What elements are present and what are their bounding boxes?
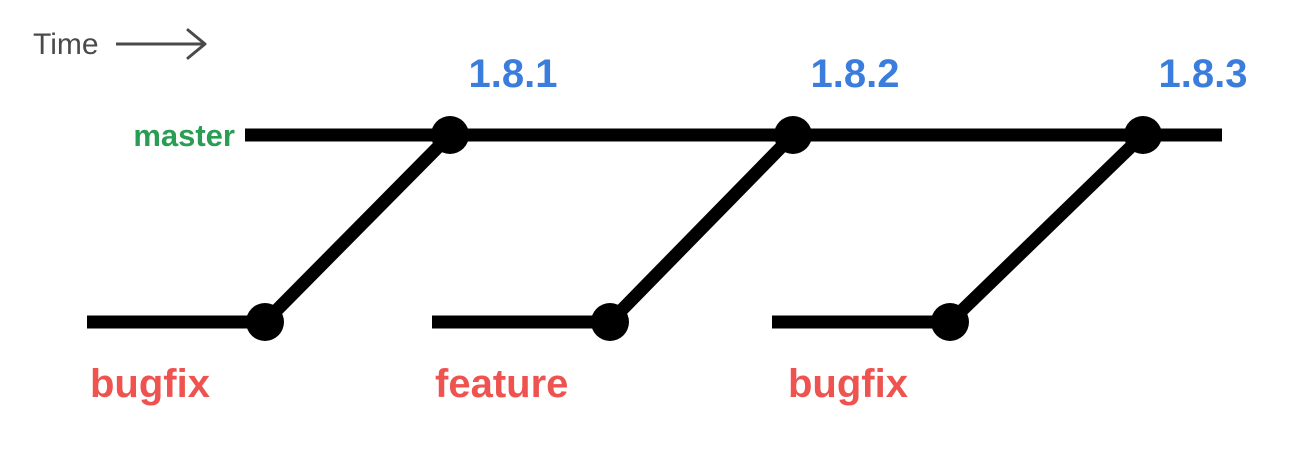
arrow-head — [186, 28, 207, 60]
master-commit-node-1.8.2[interactable] — [774, 116, 812, 154]
merge-line-feature-to-1.8.2 — [605, 130, 798, 327]
branch-commit-node-feature[interactable] — [591, 303, 629, 341]
version-tag-1.8.1: 1.8.1 — [469, 52, 558, 96]
merge-line-bugfix-2-to-1.8.3 — [945, 130, 1148, 327]
branch-commit-node-bugfix-1[interactable] — [246, 303, 284, 341]
version-tag-1.8.2: 1.8.2 — [811, 52, 900, 96]
master-commit-node-1.8.3[interactable] — [1124, 116, 1162, 154]
branch-label-feature: feature — [435, 362, 568, 406]
arrow-right-icon — [116, 28, 207, 60]
merge-line-bugfix-1-to-1.8.1 — [260, 130, 455, 327]
time-axis-label: Time — [33, 28, 99, 61]
version-tag-1.8.3: 1.8.3 — [1159, 52, 1248, 96]
time-axis-annotation: Time — [33, 28, 207, 61]
branch-commit-node-bugfix-2[interactable] — [931, 303, 969, 341]
branch-label-bugfix-2: bugfix — [788, 362, 908, 406]
master-commit-node-1.8.1[interactable] — [431, 116, 469, 154]
branch-label-bugfix-1: bugfix — [90, 362, 210, 406]
master-branch-label: master — [133, 118, 235, 153]
